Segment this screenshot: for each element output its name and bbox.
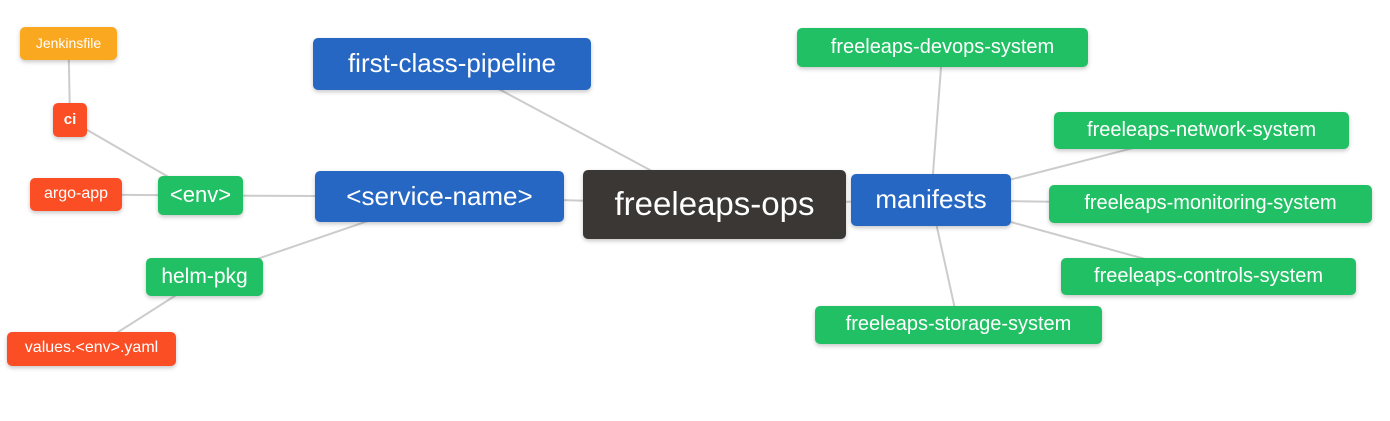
node-label: argo-app	[43, 184, 109, 202]
node-label: ci	[63, 110, 77, 128]
mindmap-node-values-env-yaml[interactable]: values.<env>.yaml	[7, 332, 176, 366]
mindmap-node-freeleaps-network-system[interactable]: freeleaps-network-system	[1054, 112, 1349, 149]
mindmap-node-freeleaps-devops-system[interactable]: freeleaps-devops-system	[797, 28, 1088, 67]
mindmap-node-ci[interactable]: ci	[53, 103, 87, 137]
mindmap-node-service-name[interactable]: <service-name>	[315, 171, 564, 222]
node-label: Jenkinsfile	[35, 34, 102, 51]
node-label: freeleaps-controls-system	[1094, 264, 1323, 287]
node-label: <env>	[169, 181, 232, 207]
mindmap-node-helm-pkg[interactable]: helm-pkg	[146, 258, 263, 296]
node-label: freeleaps-ops	[614, 185, 815, 222]
mindmap-node-freeleaps-ops[interactable]: freeleaps-ops	[583, 170, 846, 239]
mindmap-node-freeleaps-monitoring-system[interactable]: freeleaps-monitoring-system	[1049, 185, 1372, 223]
node-label: freeleaps-storage-system	[845, 313, 1072, 335]
mindmap-node-jenkinsfile[interactable]: Jenkinsfile	[20, 27, 117, 60]
node-label: first-class-pipeline	[347, 48, 557, 78]
mindmap-node-manifests[interactable]: manifests	[851, 174, 1011, 226]
node-label: values.<env>.yaml	[24, 339, 159, 356]
mindmap-node-first-class-pipeline[interactable]: first-class-pipeline	[313, 38, 591, 90]
mindmap-node-env[interactable]: <env>	[158, 176, 243, 215]
node-label: <service-name>	[346, 180, 533, 211]
mindmap-node-argo-app[interactable]: argo-app	[30, 178, 122, 211]
mindmap-node-freeleaps-storage-system[interactable]: freeleaps-storage-system	[815, 306, 1102, 344]
mindmap-node-freeleaps-controls-system[interactable]: freeleaps-controls-system	[1061, 258, 1356, 295]
node-label: helm-pkg	[161, 264, 248, 288]
node-label: freeleaps-devops-system	[830, 35, 1055, 58]
node-label: manifests	[875, 184, 987, 214]
node-label: freeleaps-network-system	[1087, 118, 1316, 141]
node-label: freeleaps-monitoring-system	[1084, 192, 1337, 214]
